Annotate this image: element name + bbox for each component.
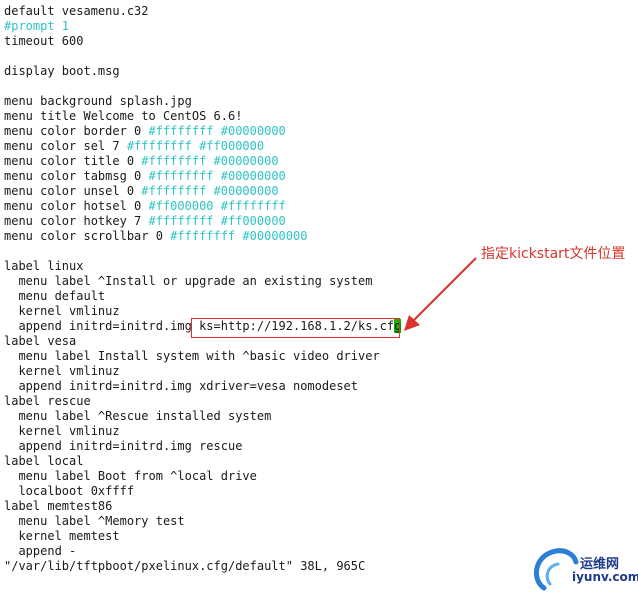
- code-text: label rescue: [4, 394, 91, 408]
- syntax-highlight-text: #ffffffff #00000000: [141, 184, 279, 198]
- code-line[interactable]: menu label ^Install or upgrade an existi…: [4, 274, 401, 289]
- code-text: menu color scrollbar 0: [4, 229, 171, 243]
- code-line[interactable]: menu label Install system with ^basic vi…: [4, 349, 401, 364]
- code-text: menu title Welcome to CentOS 6.6!: [4, 109, 243, 123]
- code-line[interactable]: append initrd=initrd.img ks=http://192.1…: [4, 319, 402, 334]
- code-text: menu color unsel 0: [4, 184, 142, 198]
- code-line[interactable]: label linux: [4, 259, 401, 274]
- code-text: menu background splash.jpg: [4, 94, 192, 108]
- code-text: menu color sel 7: [4, 139, 127, 153]
- code-line[interactable]: menu color sel 7 #ffffffff #ff000000: [4, 139, 401, 154]
- syntax-highlight-text: #ffffffff #00000000: [148, 169, 286, 183]
- code-text: label linux: [4, 259, 84, 273]
- syntax-highlight-text: #ffffffff #00000000: [170, 229, 308, 243]
- code-text: localboot 0xffff: [4, 484, 135, 498]
- code-text: label memtest86: [4, 499, 113, 513]
- code-text: menu label ^Memory test: [4, 514, 185, 528]
- syntax-highlight-text: #ffffffff #00000000: [141, 154, 279, 168]
- code-text: display boot.msg: [4, 64, 120, 78]
- code-text: menu color hotsel 0: [4, 199, 149, 213]
- code-text: "/var/lib/tftpboot/pxelinux.cfg/default"…: [4, 559, 366, 573]
- syntax-highlight-text: #ffffffff #00000000: [148, 124, 286, 138]
- code-line[interactable]: menu label ^Rescue installed system: [4, 409, 401, 424]
- code-text: menu color title 0: [4, 154, 142, 168]
- code-line[interactable]: menu label Boot from ^local drive: [4, 469, 401, 484]
- syntax-highlight-text: #ffffffff #ff000000: [126, 139, 265, 153]
- code-line[interactable]: label vesa: [4, 334, 401, 349]
- code-text: menu label ^Install or upgrade an existi…: [4, 274, 373, 288]
- code-line[interactable]: menu background splash.jpg: [4, 94, 401, 109]
- code-line[interactable]: label rescue: [4, 394, 401, 409]
- watermark-logo-icon: [534, 548, 579, 591]
- code-line[interactable]: kernel vmlinuz: [4, 424, 401, 439]
- code-line[interactable]: menu color scrollbar 0 #ffffffff #000000…: [4, 229, 401, 244]
- code-text: default vesamenu.c32: [4, 4, 149, 18]
- watermark-brand: 运维网: [580, 557, 620, 572]
- code-line[interactable]: menu color unsel 0 #ffffffff #00000000: [4, 184, 401, 199]
- text-cursor: g: [394, 319, 402, 333]
- code-line[interactable]: "/var/lib/tftpboot/pxelinux.cfg/default"…: [4, 559, 401, 574]
- code-line[interactable]: #prompt 1: [4, 19, 401, 34]
- code-line[interactable]: localboot 0xffff: [4, 484, 401, 499]
- syntax-highlight-text: #ff000000 #ffffffff: [148, 199, 286, 213]
- code-line[interactable]: kernel vmlinuz: [4, 364, 401, 379]
- code-text: menu label ^Rescue installed system: [4, 409, 272, 423]
- code-text: append -: [4, 544, 77, 558]
- code-line[interactable]: append -: [4, 544, 401, 559]
- code-text: menu color hotkey 7: [4, 214, 149, 228]
- kickstart-highlight-box: [191, 318, 400, 338]
- syntax-highlight-text: #prompt 1: [4, 19, 70, 33]
- code-text: kernel memtest: [4, 529, 120, 543]
- code-line[interactable]: label local: [4, 454, 401, 469]
- watermark-domain: iyunv.com: [572, 570, 638, 584]
- code-text: menu label Boot from ^local drive: [4, 469, 257, 483]
- code-text: append initrd=initrd.img ks=http://192.1…: [4, 319, 395, 333]
- code-text: label vesa: [4, 334, 77, 348]
- code-line[interactable]: label memtest86: [4, 499, 401, 514]
- code-line[interactable]: menu default: [4, 289, 401, 304]
- code-line[interactable]: append initrd=initrd.img xdriver=vesa no…: [4, 379, 401, 394]
- code-line[interactable]: display boot.msg: [4, 64, 401, 79]
- code-line[interactable]: menu label ^Memory test: [4, 514, 401, 529]
- code-line[interactable]: kernel vmlinuz: [4, 304, 401, 319]
- code-line[interactable]: menu color title 0 #ffffffff #00000000: [4, 154, 401, 169]
- annotation-label: 指定kickstart文件位置: [481, 246, 626, 262]
- code-text: menu color border 0: [4, 124, 149, 138]
- code-line[interactable]: menu color hotkey 7 #ffffffff #ff000000: [4, 214, 401, 229]
- code-text: append initrd=initrd.img rescue: [4, 439, 243, 453]
- code-line[interactable]: kernel memtest: [4, 529, 401, 544]
- code-text: timeout 600: [4, 34, 84, 48]
- code-line[interactable]: default vesamenu.c32: [4, 4, 401, 19]
- syntax-highlight-text: #ffffffff #ff000000: [148, 214, 286, 228]
- code-text: kernel vmlinuz: [4, 304, 120, 318]
- code-line[interactable]: menu title Welcome to CentOS 6.6!: [4, 109, 401, 124]
- code-text: kernel vmlinuz: [4, 364, 120, 378]
- code-text: append initrd=initrd.img xdriver=vesa no…: [4, 379, 359, 393]
- code-text: menu default: [4, 289, 106, 303]
- code-line[interactable]: menu color hotsel 0 #ff000000 #ffffffff: [4, 199, 401, 214]
- code-line[interactable]: timeout 600: [4, 34, 401, 49]
- code-line[interactable]: menu color tabmsg 0 #ffffffff #00000000: [4, 169, 401, 184]
- code-text: menu color tabmsg 0: [4, 169, 149, 183]
- code-text: menu label Install system with ^basic vi…: [4, 349, 380, 363]
- code-line[interactable]: menu color border 0 #ffffffff #00000000: [4, 124, 401, 139]
- code-text: label local: [4, 454, 84, 468]
- code-line[interactable]: append initrd=initrd.img rescue: [4, 439, 401, 454]
- code-text: kernel vmlinuz: [4, 424, 120, 438]
